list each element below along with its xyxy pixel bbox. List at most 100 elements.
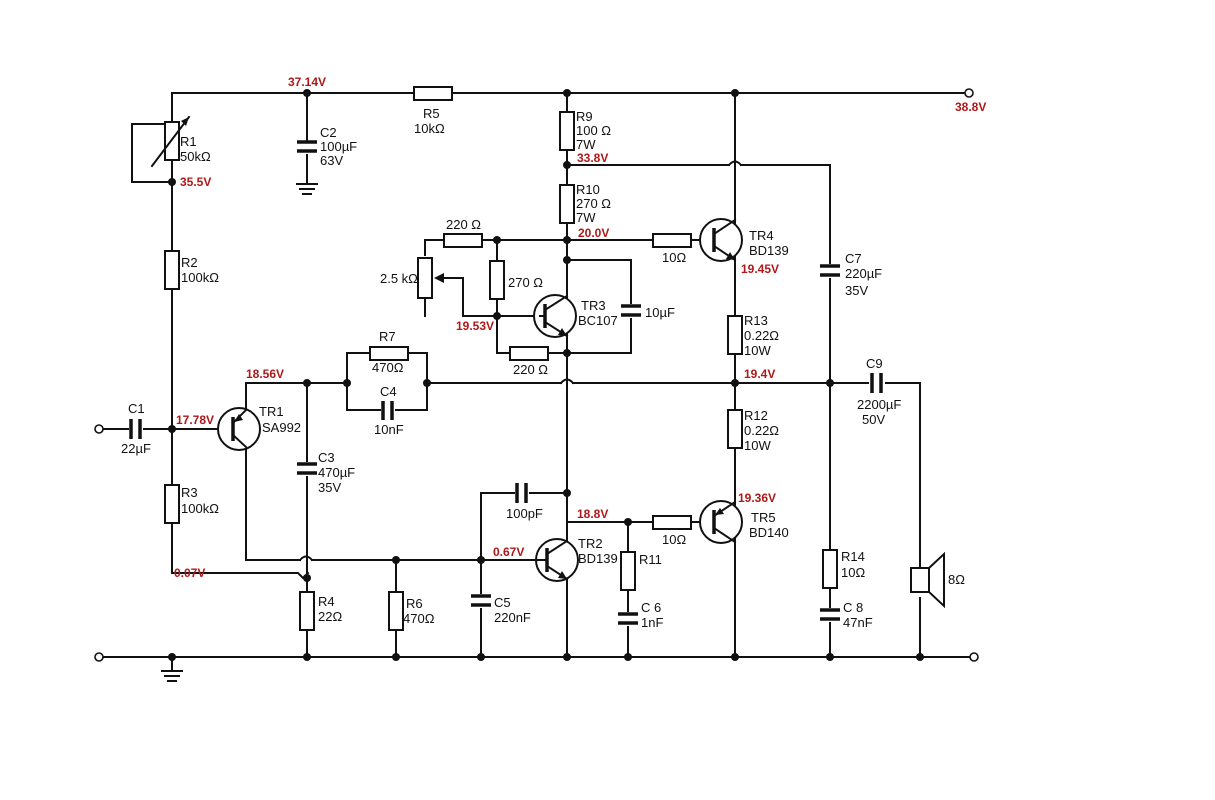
label-c9-rating: 50V	[862, 412, 885, 427]
label-r4-name: R4	[318, 594, 335, 609]
voltage-19-53: 19.53V	[456, 319, 494, 333]
resistor-r7	[369, 346, 409, 361]
label-c7-value: 220µF	[845, 266, 882, 281]
label-270: 270 Ω	[508, 275, 543, 290]
label-r12-rating: 10W	[744, 438, 771, 453]
label-10-tr4: 10Ω	[662, 250, 686, 265]
resistor-r9	[559, 111, 575, 151]
label-r1-value: 50kΩ	[180, 149, 211, 164]
label-tr3-part: BC107	[578, 313, 618, 328]
label-c5-name: C5	[494, 595, 511, 610]
label-c2-rating: 63V	[320, 153, 343, 168]
label-c4-value: 10nF	[374, 422, 404, 437]
label-c8-name: C 8	[843, 600, 863, 615]
supply-terminal	[964, 88, 974, 98]
voltage-19-36: 19.36V	[738, 491, 776, 505]
label-tr4-name: TR4	[749, 228, 774, 243]
label-tr3-name: TR3	[581, 298, 606, 313]
capacitor-c2	[297, 140, 317, 153]
label-c9-value: 2200µF	[857, 397, 901, 412]
label-speaker: 8Ω	[948, 572, 965, 587]
voltage-18-56: 18.56V	[246, 367, 284, 381]
ground-terminal-left	[94, 652, 104, 662]
label-c5-value: 220nF	[494, 610, 531, 625]
capacitor-10uf	[620, 304, 642, 318]
ground-icon	[161, 656, 183, 682]
label-r10-rating: 7W	[576, 210, 596, 225]
label-10uf: 10µF	[645, 305, 675, 320]
label-r9-value: 100 Ω	[576, 123, 611, 138]
component-labels: R1 50kΩ R2 100kΩ R3 100kΩ R4 22Ω R5 10kΩ…	[121, 106, 965, 630]
label-r7-name: R7	[379, 329, 396, 344]
label-r4-value: 22Ω	[318, 609, 342, 624]
capacitor-c1	[129, 418, 143, 440]
voltage-17-78: 17.78V	[176, 413, 214, 427]
voltage-33-8: 33.8V	[577, 151, 608, 165]
label-c1-name: C1	[128, 401, 145, 416]
label-tr2-name: TR2	[578, 536, 603, 551]
resistor-r2	[164, 250, 180, 290]
label-220-top: 220 Ω	[446, 217, 481, 232]
voltage-0-67: 0.67V	[493, 545, 524, 559]
label-c2-name: C2	[320, 125, 337, 140]
capacitor-c9	[869, 372, 885, 394]
label-r14-value: 10Ω	[841, 565, 865, 580]
label-10-tr5: 10Ω	[662, 532, 686, 547]
label-r3-name: R3	[181, 485, 198, 500]
label-c3-value: 470µF	[318, 465, 355, 480]
label-c3-rating: 35V	[318, 480, 341, 495]
label-tr1-part: SA992	[262, 420, 301, 435]
resistor-10-tr5	[652, 515, 692, 530]
label-r7-value: 470Ω	[372, 360, 404, 375]
label-tr2-part: BD139	[578, 551, 618, 566]
label-c6-value: 1nF	[641, 615, 663, 630]
label-r14-name: R14	[841, 549, 865, 564]
resistor-270	[489, 260, 505, 300]
potentiometer-2k5	[417, 257, 433, 299]
resistor-r6	[388, 591, 404, 631]
capacitor-c5	[470, 594, 492, 608]
voltage-18-8: 18.8V	[577, 507, 608, 521]
capacitor-c3	[296, 462, 318, 476]
label-tr1-name: TR1	[259, 404, 284, 419]
resistor-r13	[727, 315, 743, 355]
label-tr5-name: TR5	[751, 510, 776, 525]
label-c3-name: C3	[318, 450, 335, 465]
label-r6-name: R6	[406, 596, 423, 611]
label-100pf: 100pF	[506, 506, 543, 521]
label-pot: 2.5 kΩ	[380, 271, 418, 286]
label-r2-value: 100kΩ	[181, 270, 219, 285]
label-r10-value: 270 Ω	[576, 196, 611, 211]
label-tr5-part: BD140	[749, 525, 789, 540]
label-r11-name: R11	[639, 552, 662, 567]
label-r10-name: R10	[576, 182, 600, 197]
transistor-tr4	[699, 218, 743, 262]
voltage-0-07: 0.07V	[174, 566, 205, 580]
ground-terminal-right	[969, 652, 979, 662]
capacitor-c8	[819, 608, 841, 622]
label-c6-name: C 6	[641, 600, 661, 615]
voltage-20-0: 20.0V	[578, 226, 609, 240]
resistor-220-bottom	[509, 346, 549, 361]
label-c2-value: 100µF	[320, 139, 357, 154]
resistor-r11	[620, 551, 636, 591]
resistor-r14	[822, 549, 838, 589]
voltage-labels: 37.14V 38.8V 35.5V 33.8V 20.0V 19.45V 19…	[174, 75, 986, 580]
label-c1-value: 22µF	[121, 441, 151, 456]
label-c8-value: 47nF	[843, 615, 873, 630]
label-r13-value: 0.22Ω	[744, 328, 779, 343]
resistor-r12	[727, 409, 743, 449]
label-r12-value: 0.22Ω	[744, 423, 779, 438]
label-r3-value: 100kΩ	[181, 501, 219, 516]
label-c7-name: C7	[845, 251, 862, 266]
speaker-icon	[910, 551, 945, 609]
voltage-19-4: 19.4V	[744, 367, 775, 381]
label-r13-name: R13	[744, 313, 768, 328]
label-tr4-part: BD139	[749, 243, 789, 258]
label-220-bottom: 220 Ω	[513, 362, 548, 377]
voltage-38-8: 38.8V	[955, 100, 986, 114]
junctions	[168, 89, 924, 661]
label-c9-name: C9	[866, 356, 883, 371]
capacitor-c4	[381, 400, 395, 422]
